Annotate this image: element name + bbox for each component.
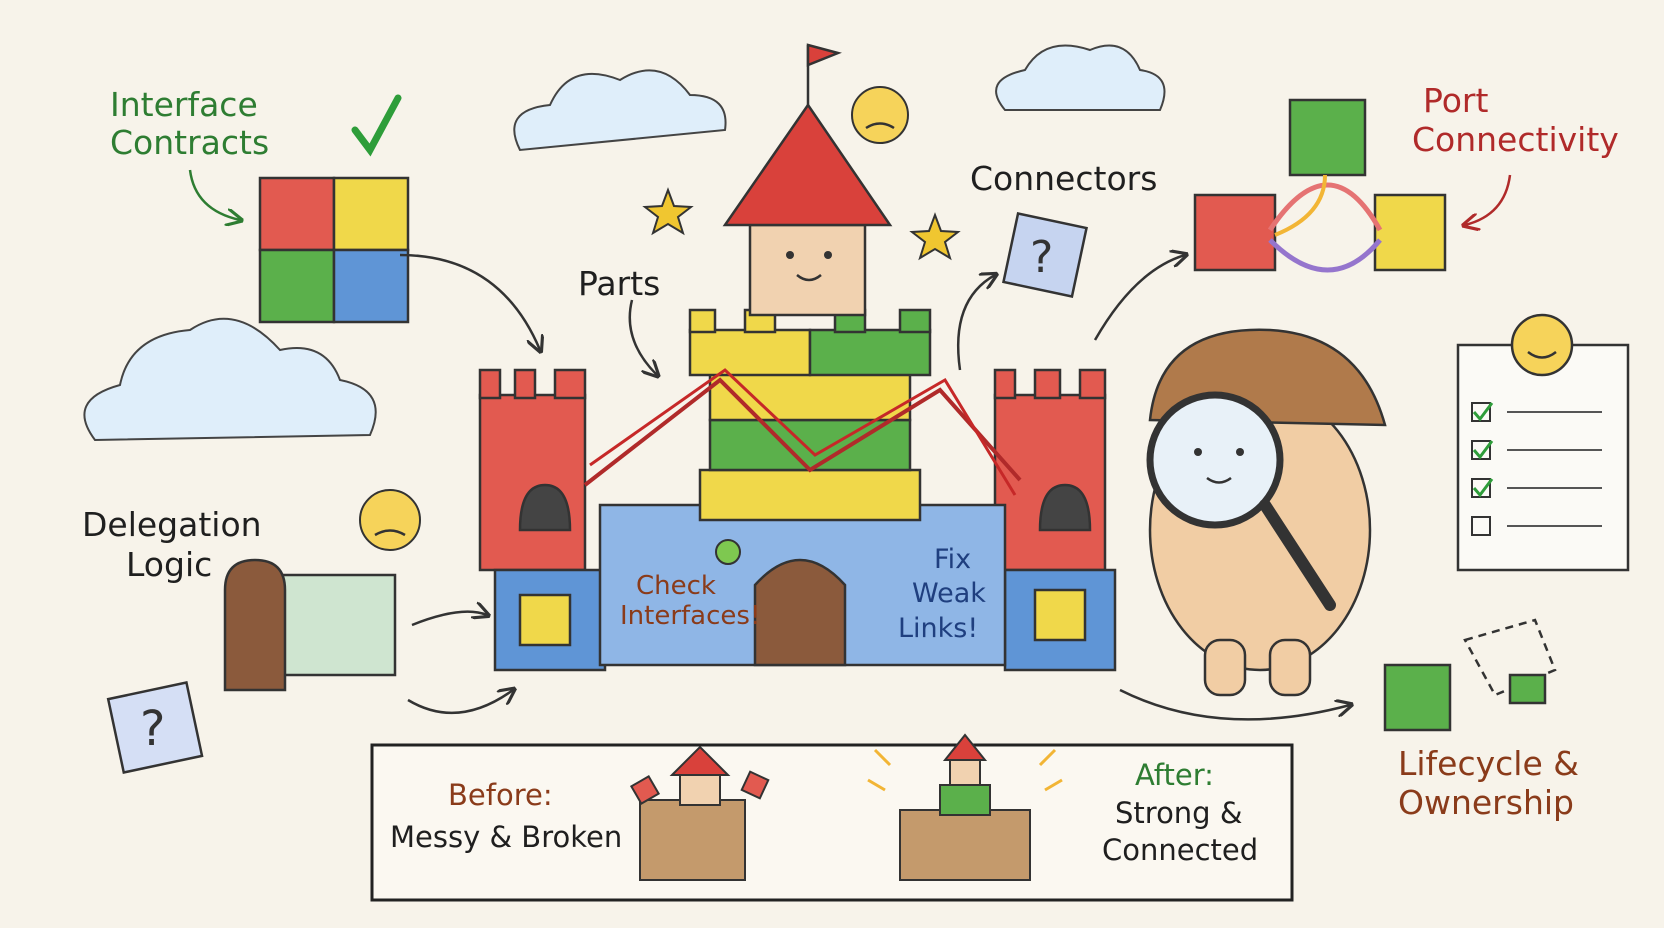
messy-castle-icon — [629, 745, 770, 881]
before-desc: Messy & Broken — [390, 820, 622, 854]
checklist-rows — [1471, 402, 1602, 536]
check-interfaces-line1: Check — [636, 571, 716, 601]
checkbox-icon — [1471, 402, 1491, 422]
question-mark-2: ? — [140, 701, 165, 757]
check-interfaces-line2: Interfaces! — [620, 601, 760, 631]
checklist-icon — [1456, 313, 1630, 572]
checkmark-icon — [351, 94, 402, 157]
checkmark-icon — [1472, 402, 1494, 422]
cloud-icon — [513, 69, 727, 152]
after-desc-line2: Connected — [1102, 833, 1258, 867]
checkbox-icon — [1471, 440, 1491, 460]
fix-weak-links-line2: Weak — [912, 578, 986, 609]
fix-weak-links-line1: Fix — [934, 544, 971, 575]
worried-face-icon — [851, 86, 909, 144]
question-puzzle-icon — [1002, 212, 1088, 298]
strong-castle-icon — [899, 733, 1031, 881]
cloud-icon — [83, 317, 377, 442]
comparison-panel — [370, 743, 1294, 902]
fix-weak-links-line3: Links! — [898, 613, 978, 644]
cloud-icon — [995, 44, 1166, 111]
interface-contracts-label-line1: Interface — [110, 85, 258, 124]
lifecycle-block-icon — [1383, 618, 1557, 732]
after-label: After: — [1135, 758, 1214, 792]
question-puzzle-icon — [106, 681, 204, 774]
star-icon — [642, 187, 694, 236]
connectors-label: Connectors — [970, 159, 1157, 198]
after-desc-line1: Strong & — [1115, 796, 1242, 830]
puzzle-grid-icon — [258, 176, 410, 324]
shine-lines — [867, 748, 1063, 792]
castle — [478, 43, 1117, 672]
lifecycle-label-line2: Ownership — [1398, 783, 1574, 822]
question-mark-1: ? — [1030, 232, 1053, 283]
before-label: Before: — [448, 778, 553, 812]
checkbox-icon — [1471, 478, 1491, 498]
delegation-logic-label-line2: Logic — [126, 545, 212, 584]
lifecycle-label-line1: Lifecycle & — [1398, 744, 1579, 783]
worried-face-icon — [359, 489, 421, 551]
port-connectivity-label-line2: Connectivity — [1412, 120, 1619, 159]
port-connectivity-label-line1: Port — [1423, 81, 1488, 120]
interface-contracts-label-line2: Contracts — [110, 123, 269, 162]
port-connectivity-icon — [1193, 98, 1447, 273]
parts-label: Parts — [578, 264, 660, 303]
checkmark-icon — [1472, 478, 1494, 498]
detective-character — [1146, 328, 1387, 697]
star-icon — [909, 212, 961, 261]
delegation-logic-label-line1: Delegation — [82, 505, 262, 544]
door-room-icon — [223, 558, 397, 692]
checkbox-icon — [1471, 516, 1491, 536]
checkmark-icon — [1472, 440, 1494, 460]
